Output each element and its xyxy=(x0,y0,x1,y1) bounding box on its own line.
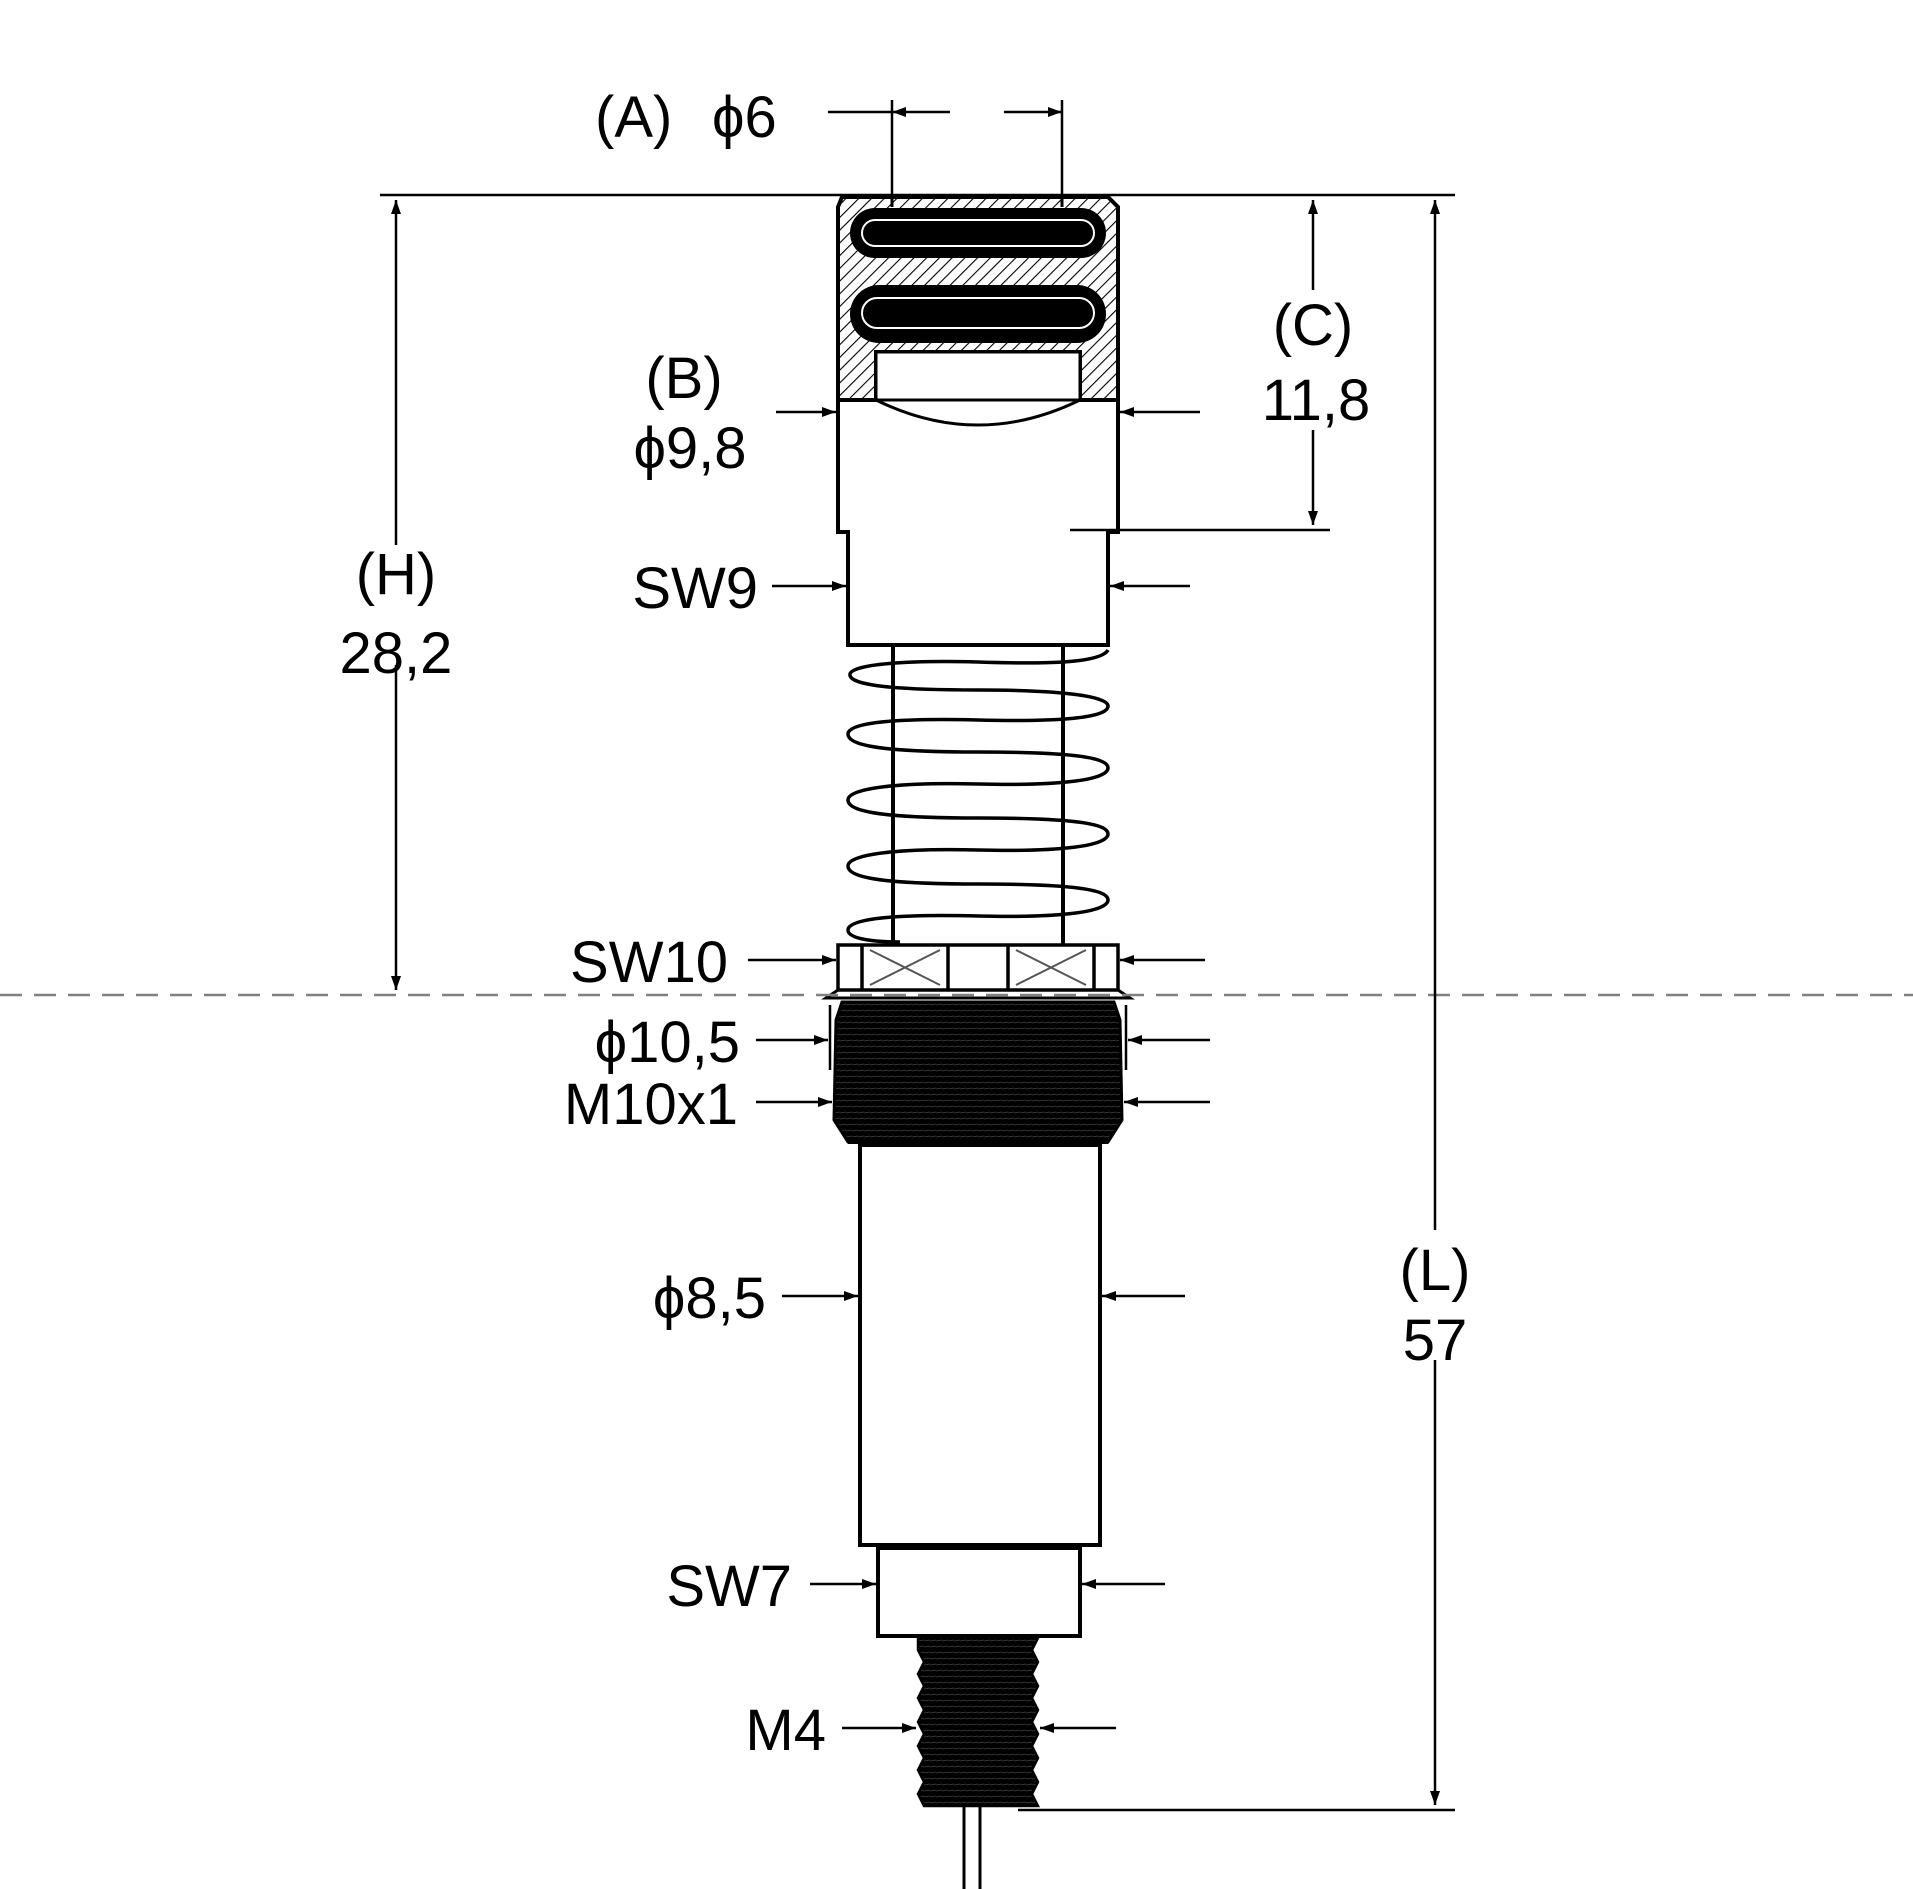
label-dia-10-5: ϕ10,5 xyxy=(595,1010,740,1075)
main-thread xyxy=(832,1000,1124,1144)
dim-l-code: (L) xyxy=(1400,1238,1471,1303)
plunger-shaft xyxy=(891,645,1065,945)
cap-lens-curve xyxy=(875,398,1081,427)
label-sw9: SW9 xyxy=(632,556,758,621)
label-sw7: SW7 xyxy=(666,1554,792,1619)
sensor-body xyxy=(858,1143,1102,1547)
dim-c-code: (C) xyxy=(1273,293,1354,358)
spring xyxy=(846,648,1110,944)
label-dia-8-5: ϕ8,5 xyxy=(653,1266,766,1331)
hex-nut xyxy=(821,943,1135,1000)
dim-a-code: (A) xyxy=(595,85,672,150)
dim-h-value: 28,2 xyxy=(340,621,453,686)
cap-body xyxy=(836,400,1120,647)
m4-thread xyxy=(916,1636,1041,1808)
dim-l-value: 57 xyxy=(1403,1308,1468,1373)
dim-b-value: ϕ9,8 xyxy=(633,416,746,481)
dim-c-value: 11,8 xyxy=(1262,368,1371,433)
dimension-labels: (A) ϕ6 (B) ϕ9,8 (C) 11,8 (H) 28,2 (L) 57… xyxy=(340,85,1471,1763)
cap-section xyxy=(836,195,1120,402)
label-sw10: SW10 xyxy=(570,930,728,995)
cable-wires xyxy=(962,1806,982,1889)
part-outline xyxy=(821,195,1135,1889)
dimension-lines xyxy=(380,100,1455,1812)
label-m4: M4 xyxy=(745,1698,826,1763)
label-m10x1: M10x1 xyxy=(564,1072,738,1137)
dim-h-code: (H) xyxy=(356,542,437,607)
dim-b-code: (B) xyxy=(645,346,722,411)
dim-a-value: ϕ6 xyxy=(712,85,777,150)
hex-sw7 xyxy=(876,1546,1082,1638)
